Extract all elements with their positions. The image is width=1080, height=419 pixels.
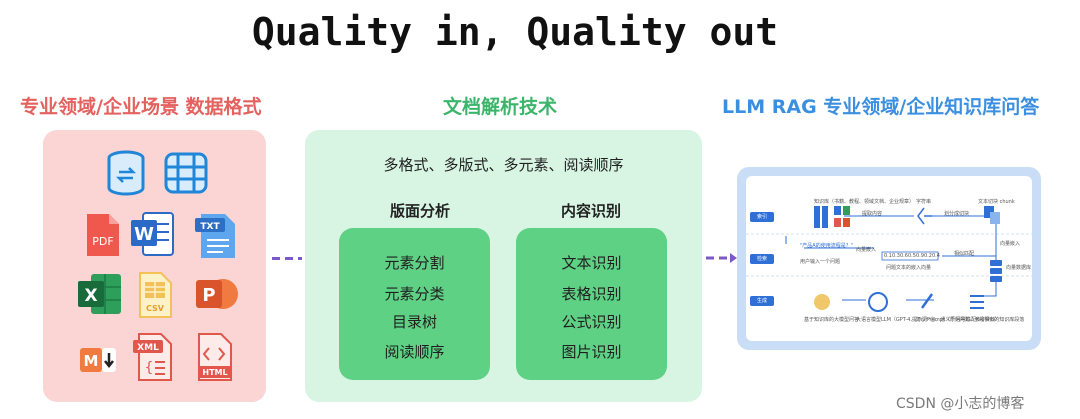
vector-cell: 0.4: [932, 253, 940, 259]
recognition-item: 表格识别: [561, 285, 622, 303]
label-prompt: 提示词Prompt（原始问题、参考资料）: [912, 317, 1000, 323]
vector-cell: 0.2: [924, 253, 932, 259]
txt-icon: TXT: [193, 210, 235, 258]
vector-cell: 0.6: [900, 253, 908, 259]
connector-right: [706, 252, 738, 264]
svg-text:PDF: PDF: [92, 235, 113, 248]
watermark: CSDN @小志的博客: [896, 396, 1025, 412]
svg-text:TXT: TXT: [200, 222, 220, 232]
svg-text:W: W: [134, 224, 154, 245]
svg-text:XML: XML: [137, 343, 159, 353]
label-embed: 向量嵌入: [856, 247, 877, 253]
recognition-item: 文本识别: [561, 254, 622, 272]
html-icon: HTML: [193, 330, 235, 381]
rag-flow-lines: [746, 206, 1032, 312]
content-recognition-heading: 内容识别: [560, 202, 621, 220]
svg-text:CSV: CSV: [146, 304, 165, 313]
content-recognition-box: 文本识别 表格识别 公式识别 图片识别: [516, 228, 667, 380]
layout-item: 目录树: [391, 313, 437, 331]
vector-cell: 0.1: [884, 253, 892, 259]
stage-index: 索引: [750, 212, 774, 222]
svg-text:{: {: [145, 360, 154, 376]
label-question: "产品A的使用流程是？": [800, 243, 854, 249]
recognition-item: 公式识别: [561, 313, 622, 331]
connector-left: [272, 257, 302, 260]
markdown-icon: M: [77, 340, 119, 386]
rag-diagram: 索引 检索 生成 知识库（书籍、教程、领域文档、企业规章） 提取内容 字符串 划…: [746, 176, 1032, 341]
stage-retrieve: 检索: [750, 254, 774, 264]
vector-cell: 0.5: [908, 253, 916, 259]
parsing-subtitle: 多格式、多版式、多元素、阅读顺序: [383, 156, 624, 174]
csv-icon: CSV: [135, 270, 177, 318]
svg-text:P: P: [202, 285, 215, 306]
label-query-vec: 问题文本的嵌入向量: [886, 265, 932, 271]
database-icon: [105, 150, 147, 196]
vector-cell: 0.3: [892, 253, 900, 259]
layout-item: 元素分割: [384, 254, 445, 272]
label-extract: 提取内容: [862, 211, 883, 217]
stage-generate: 生成: [750, 296, 774, 306]
powerpoint-icon: P: [193, 270, 238, 316]
data-formats-panel: PDF W TXT X: [43, 130, 266, 402]
layout-analysis-heading: 版面分析: [389, 202, 450, 220]
xml-icon: XML {: [131, 330, 173, 381]
word-icon: W: [129, 210, 174, 256]
label-vectorize: 向量嵌入: [1000, 241, 1021, 247]
label-user-input: 用户输入一个问题: [800, 259, 841, 265]
svg-text:HTML: HTML: [202, 368, 227, 377]
label-chunks: 文本切块 chunk: [978, 199, 1015, 205]
svg-text:X: X: [84, 286, 97, 306]
label-answer: 基于知识库的大模型问答: [804, 317, 860, 323]
vector-cell: 0.9: [916, 253, 924, 259]
label-related: 匹配K段相似的知识库段落: [966, 317, 1025, 323]
label-chars: 字符串: [916, 199, 932, 205]
label-chunk-extract: 划分成切块: [944, 211, 970, 217]
column-heading-right: LLM RAG 专业领域/企业知识库问答: [722, 96, 1040, 118]
label-match: 相似匹配: [954, 251, 975, 257]
label-vector-db: 向量数据库: [1006, 265, 1032, 271]
column-heading-middle: 文档解析技术: [443, 96, 558, 118]
document-parsing-panel: 多格式、多版式、多元素、阅读顺序 版面分析 内容识别 元素分割 元素分类 目录树…: [305, 130, 702, 402]
recognition-item: 图片识别: [561, 343, 622, 361]
table-icon: [163, 150, 208, 196]
page-title: Quality in, Quality out: [251, 10, 779, 54]
column-heading-left: 专业领域/企业场景 数据格式: [20, 96, 262, 118]
layout-item: 元素分类: [384, 285, 445, 303]
rag-panel: 索引 检索 生成 知识库（书籍、教程、领域文档、企业规章） 提取内容 字符串 划…: [737, 167, 1041, 350]
svg-text:M: M: [84, 352, 99, 370]
label-source-docs: 知识库（书籍、教程、领域文档、企业规章）: [814, 199, 915, 205]
pdf-icon: PDF: [81, 212, 123, 258]
excel-icon: X: [75, 270, 121, 316]
label-llm: 大语言模型LLM（GPT-4、文心一言、通义千问等）: [856, 317, 971, 323]
layout-analysis-box: 元素分割 元素分类 目录树 阅读顺序: [339, 228, 490, 380]
layout-item: 阅读顺序: [384, 343, 445, 361]
